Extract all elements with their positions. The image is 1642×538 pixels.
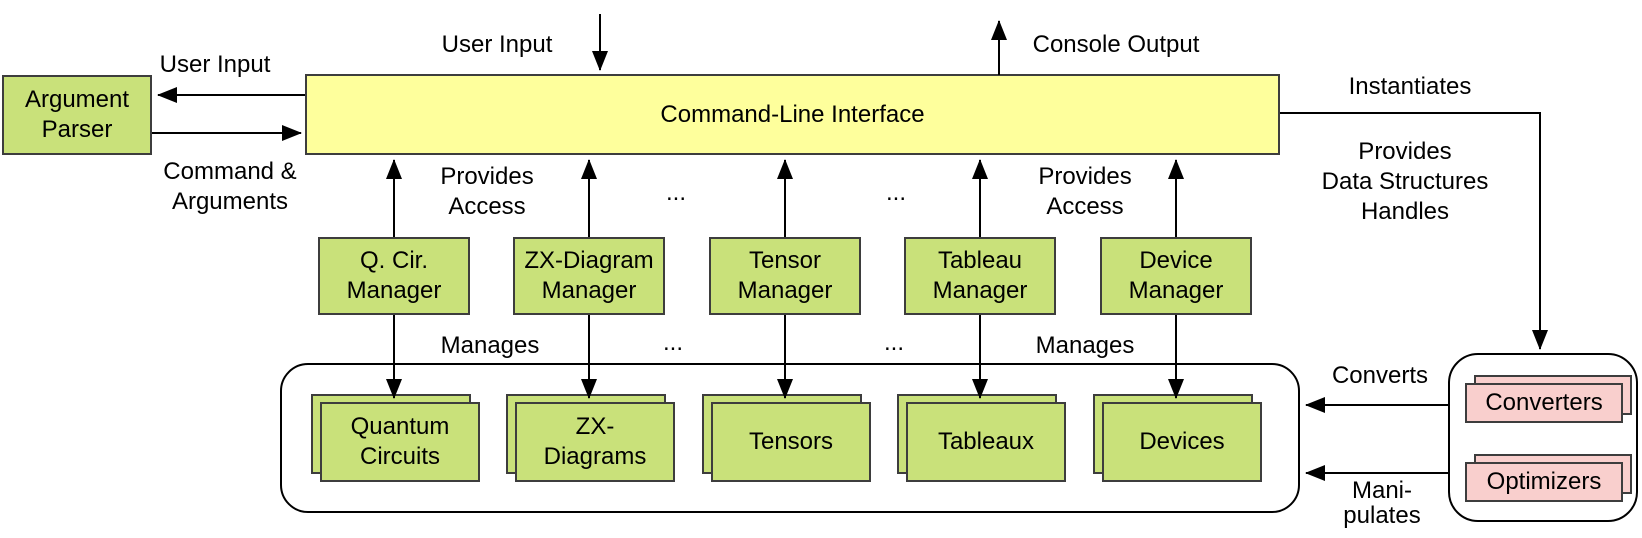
q-cir-manager-box: Q. Cir. Manager	[318, 237, 470, 315]
stack-front: Quantum Circuits	[320, 402, 480, 482]
tensor-manager-box: Tensor Manager	[709, 237, 861, 315]
converters-stack: Converters	[1465, 375, 1632, 423]
device-manager-box: Device Manager	[1100, 237, 1252, 315]
ellipsis-bottom-right: ...	[883, 329, 905, 356]
provides-access-right-label: Provides Access	[1038, 163, 1132, 220]
zx-diagrams-stack: ZX- Diagrams	[506, 394, 675, 482]
argument-parser-box: Argument Parser	[2, 75, 152, 155]
user-input-top-label: User Input	[441, 31, 553, 58]
ellipsis-bottom-left: ...	[662, 329, 684, 356]
user-input-left-label: User Input	[159, 51, 271, 78]
provides-data-structures-label: Provides Data Structures Handles	[1321, 138, 1489, 225]
stack-front: ZX- Diagrams	[515, 402, 675, 482]
stack-front: Devices	[1102, 402, 1262, 482]
command-arguments-label: Command & Arguments	[163, 158, 297, 215]
devices-stack: Devices	[1093, 394, 1262, 482]
ellipsis-top-right: ...	[885, 179, 907, 206]
provides-access-left-label: Provides Access	[440, 163, 534, 220]
stack-front: Tensors	[711, 402, 871, 482]
quantum-circuits-stack: Quantum Circuits	[311, 394, 480, 482]
zx-diagram-manager-box: ZX-Diagram Manager	[513, 237, 665, 315]
stack-front: Converters	[1465, 383, 1623, 423]
tableau-manager-box: Tableau Manager	[904, 237, 1056, 315]
ellipsis-top-left: ...	[665, 179, 687, 206]
instantiates-label: Instantiates	[1348, 73, 1472, 100]
command-line-interface-box: Command-Line Interface	[305, 74, 1280, 155]
console-output-label: Console Output	[1032, 31, 1200, 58]
optimizers-stack: Optimizers	[1465, 454, 1632, 502]
stack-front: Optimizers	[1465, 462, 1623, 502]
converts-label: Converts	[1331, 362, 1429, 389]
manages-left-label: Manages	[440, 332, 540, 359]
tensors-stack: Tensors	[702, 394, 871, 482]
manipulates-label: Mani- pulates	[1343, 477, 1421, 529]
manages-right-label: Manages	[1035, 332, 1135, 359]
tableaux-stack: Tableaux	[897, 394, 1066, 482]
stack-front: Tableaux	[906, 402, 1066, 482]
